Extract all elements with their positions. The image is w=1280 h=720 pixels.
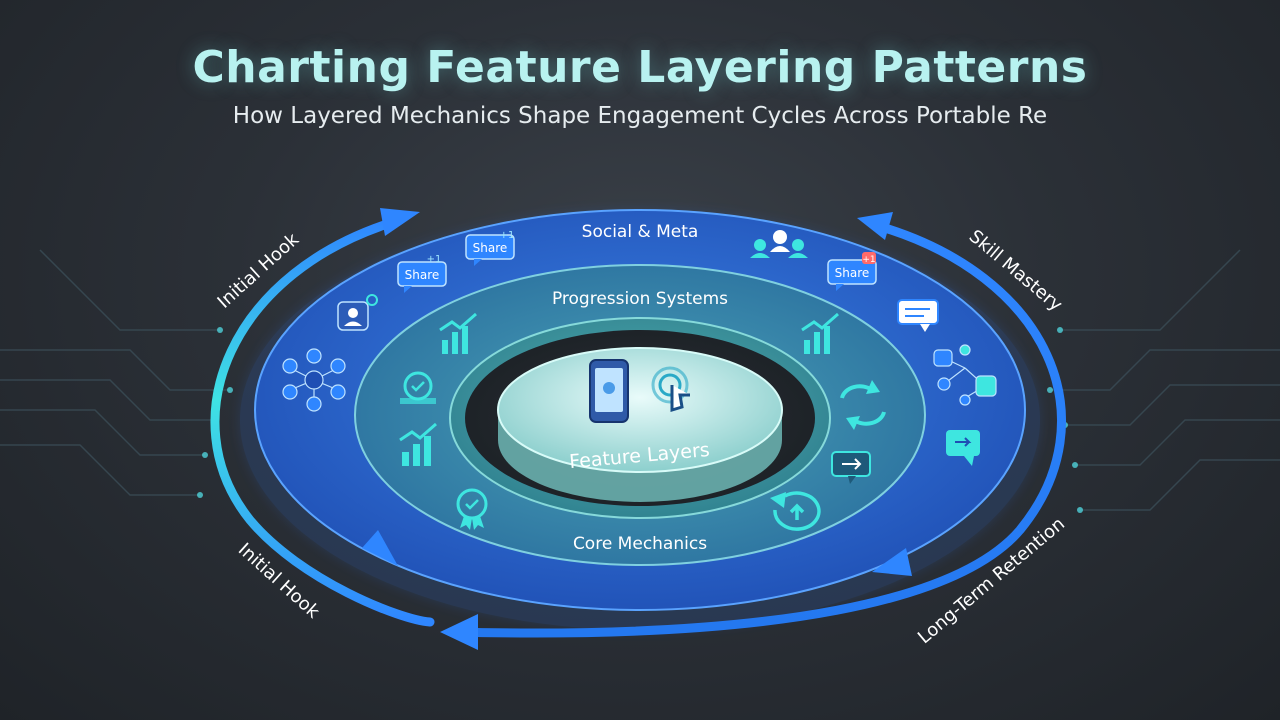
arrow-chat-icon <box>831 451 871 484</box>
growth-chart-icon <box>439 312 477 354</box>
growth-chart-icon-3 <box>399 422 437 466</box>
upload-cycle-icon <box>770 491 821 531</box>
label-top-left-hook: Initial Hook <box>214 229 304 313</box>
phone-icon <box>589 359 629 423</box>
circuit-background <box>0 249 1280 511</box>
share-badge-3: Share +1 <box>827 252 877 291</box>
svg-text:+1: +1 <box>427 254 442 265</box>
growth-chart-icon-2 <box>801 312 839 354</box>
page-subtitle: How Layered Mechanics Shape Engagement C… <box>232 103 1048 129</box>
svg-text:Share: Share <box>405 268 440 282</box>
achievement-badge-icon <box>400 371 436 404</box>
cycle-arrow-right <box>440 212 1066 650</box>
share-badge-1: Share +1 <box>465 230 515 266</box>
svg-text:Share: Share <box>835 266 870 280</box>
touch-tap-icon <box>651 366 690 413</box>
share-badge-2: Share +1 <box>397 254 447 293</box>
ring-label-social-meta: Social & Meta <box>582 222 699 242</box>
chat-bubble-icon <box>897 299 939 332</box>
user-profile-icon <box>337 294 378 331</box>
user-network-icon <box>282 348 346 412</box>
refresh-cycle-icon <box>840 380 886 430</box>
instagram-network-icon <box>933 344 997 406</box>
page-title: Charting Feature Layering Patterns <box>192 42 1088 93</box>
achievement-badge-icon-2 <box>456 488 488 530</box>
svg-text:+1: +1 <box>862 255 875 265</box>
message-arrow-icon <box>946 430 980 466</box>
ring-label-core-mechanics: Core Mechanics <box>573 534 707 554</box>
ring-label-progression: Progression Systems <box>552 289 728 309</box>
svg-text:+1: +1 <box>500 230 515 241</box>
center-disc <box>497 347 783 502</box>
svg-text:Share: Share <box>473 241 508 255</box>
cycle-arrow-left <box>210 208 435 627</box>
group-users-icon <box>750 230 808 258</box>
